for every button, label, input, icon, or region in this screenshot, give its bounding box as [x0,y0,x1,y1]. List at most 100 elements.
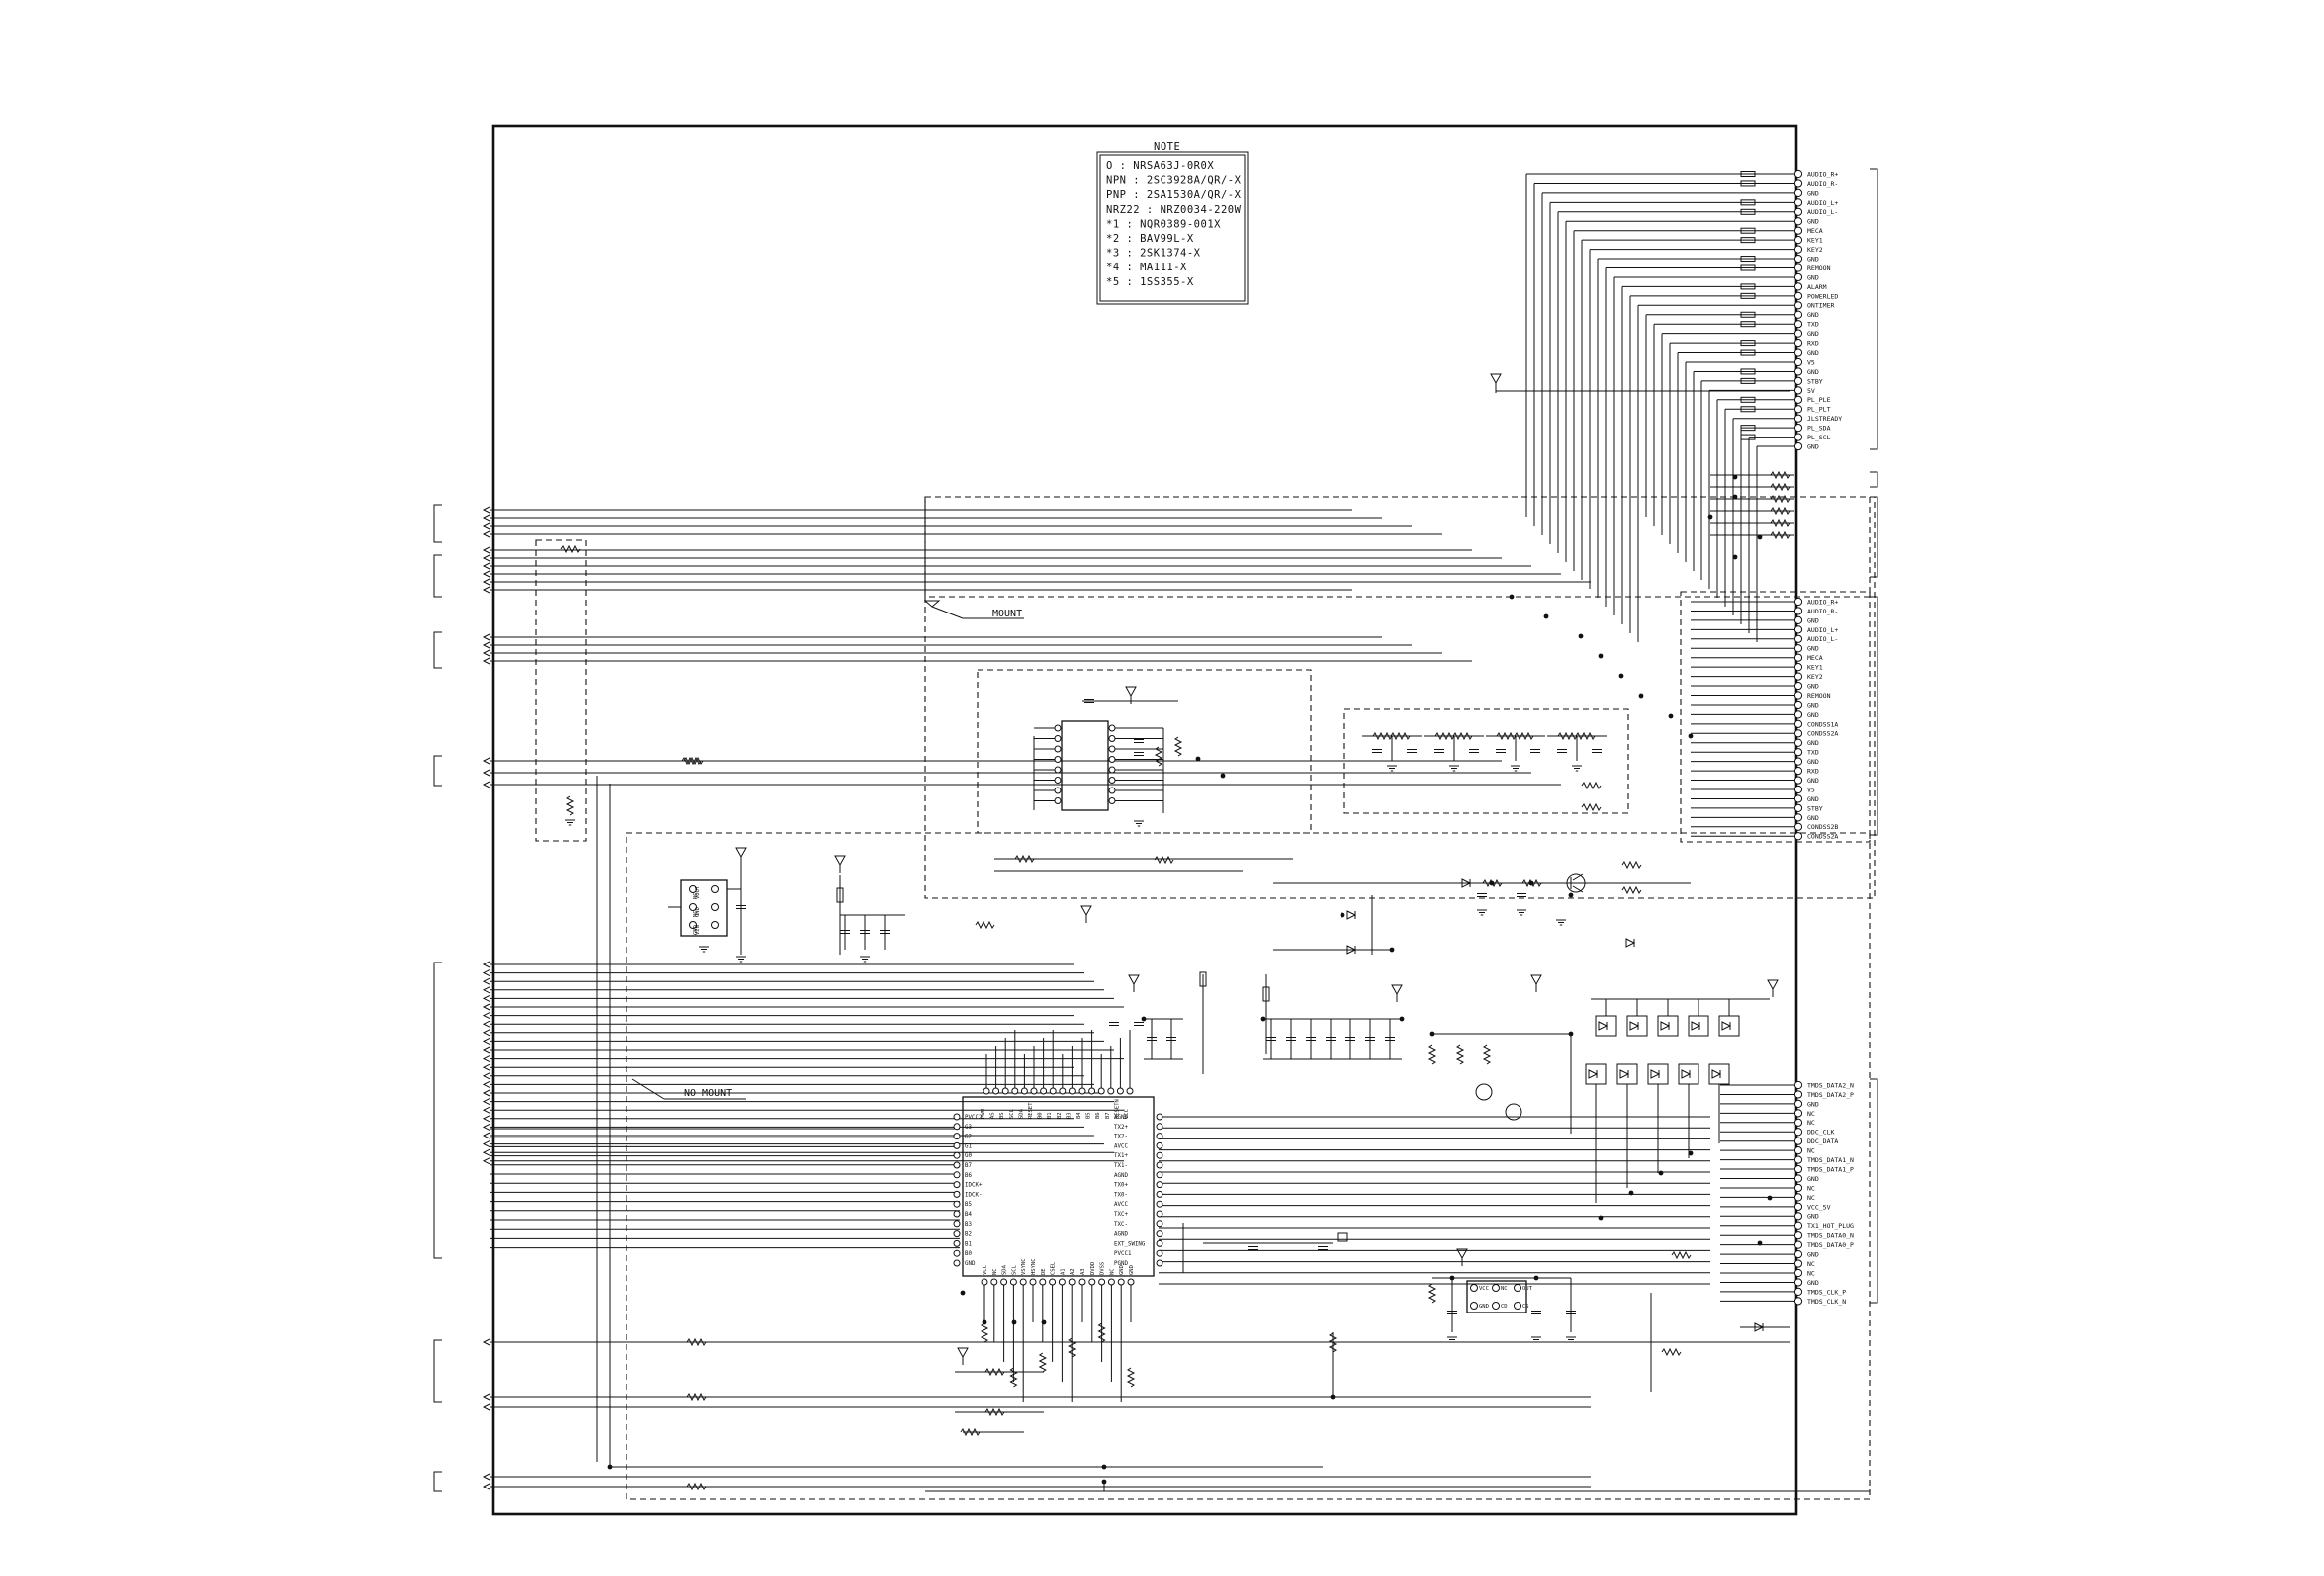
ic-pin [1009,1278,1017,1286]
junction-dot [1658,1170,1664,1176]
dashed-block-mount [924,496,1876,899]
junction-dot [982,1319,987,1325]
ic-pin [1030,1087,1038,1095]
bracket [1870,168,1878,450]
note-line: *5 : 1SS355-X [1106,276,1194,288]
connector-pin [1793,272,1803,282]
junction-dot [1389,947,1395,953]
connector-pin [1793,207,1803,216]
arrow-left-icon [482,578,491,586]
arrow-left-icon [482,530,491,538]
ic-pin [1108,735,1116,742]
connector-label: PL_PLE [1807,396,1831,404]
ic-pin-label: B7 [965,1163,972,1169]
resistor [1661,1347,1682,1357]
connector-label: TX1_HOT_PLUG [1807,1222,1854,1230]
ic-pin [1097,1087,1105,1095]
junction-dot [1732,554,1738,560]
junction-dot [1533,1275,1539,1281]
resistor [560,544,581,554]
ic-pin [981,1278,988,1286]
connector-label: VCC_5V [1807,1203,1831,1211]
ic-pin-label: IDCK+ [965,1183,983,1189]
ic-pin-label: PVCC1 [1114,1251,1132,1257]
ic-pin-label: AGND [1114,1232,1128,1238]
ic-pin [1108,777,1116,784]
diode [1625,938,1636,948]
supply-symbol [1767,979,1779,991]
junction-dot [1707,514,1713,520]
connector-label: AUDIO_R- [1807,608,1838,615]
diode [1691,1021,1701,1031]
connector-pin [1793,433,1803,441]
ic-pin-label: VCC [1479,1286,1489,1292]
arrow-left-icon [482,1020,491,1028]
diode [1619,1069,1630,1079]
junction-dot [1330,1394,1336,1400]
supply-symbol [957,1347,969,1359]
supply-symbol [1530,974,1542,986]
ferrite-bead [1740,292,1756,299]
connector-label: NC [1807,1269,1815,1277]
bracket [1870,496,1878,578]
resistor [1557,731,1578,741]
ic-pin [990,1278,998,1286]
connector-label: STBY [1807,377,1823,385]
supply-symbol [735,847,747,859]
junction-dot [1757,1240,1763,1246]
ic-pin-label: G1 [965,1143,972,1149]
ic-pin [1049,1087,1057,1095]
arrow-left-icon [482,1037,491,1045]
connector-pin [1793,785,1803,794]
arrow-left-icon [482,570,491,578]
ic-pin [1001,1087,1009,1095]
ic-pin [1068,1087,1076,1095]
diode [1629,1021,1640,1031]
connector-pin [1793,254,1803,263]
ic-pin-label: B1 [1047,1112,1053,1119]
connector-pin [1793,691,1803,700]
ic-pin-label: TX0- [1114,1192,1128,1198]
connector-pin [1793,615,1803,625]
resistor [1390,731,1411,741]
connector-label: TMDS_DATA2_P [1807,1091,1854,1099]
arrow-left-icon [482,781,491,788]
ground-symbol [860,956,870,963]
ic-pin-label: TXC+ [1114,1212,1128,1218]
ic-pin [953,1220,961,1228]
connector-label: MECA [1807,227,1823,235]
ic-pin [689,885,697,893]
connector-label: KEY1 [1807,664,1823,672]
supply-symbol [1125,686,1137,698]
connector-pin [1793,1278,1803,1287]
resistor [1126,1367,1136,1388]
ic-pin-label: G0 [965,1153,972,1159]
diode-array [1616,1063,1638,1085]
connector-pin [1793,1250,1803,1259]
connector-label: GND [1807,814,1819,822]
ic-pin-label: G3 [965,1125,972,1131]
connector-pin [1793,1183,1803,1193]
connector-pin [1793,1080,1803,1090]
ic-pin [953,1123,961,1131]
ic-pin-label: NC [693,910,699,917]
ic-pin [992,1087,1000,1095]
arrow-left-icon [482,1029,491,1037]
ic-pin [953,1113,961,1121]
ground-symbol [1556,919,1566,926]
note-title: NOTE [1154,141,1180,153]
connector-pin [1793,329,1803,338]
supply-symbol [834,855,846,867]
junction-dot [1141,1016,1147,1022]
ic-pin [1088,1278,1096,1286]
ic-pin [953,1133,961,1140]
connector-pin [1793,653,1803,662]
ic-pin-label: NC [992,1268,998,1275]
connector-pin [1793,339,1803,348]
ic-pin [689,903,697,911]
arrow-left-icon [482,1003,491,1011]
ic-pin [953,1190,961,1198]
junction-dot [1568,1031,1574,1037]
